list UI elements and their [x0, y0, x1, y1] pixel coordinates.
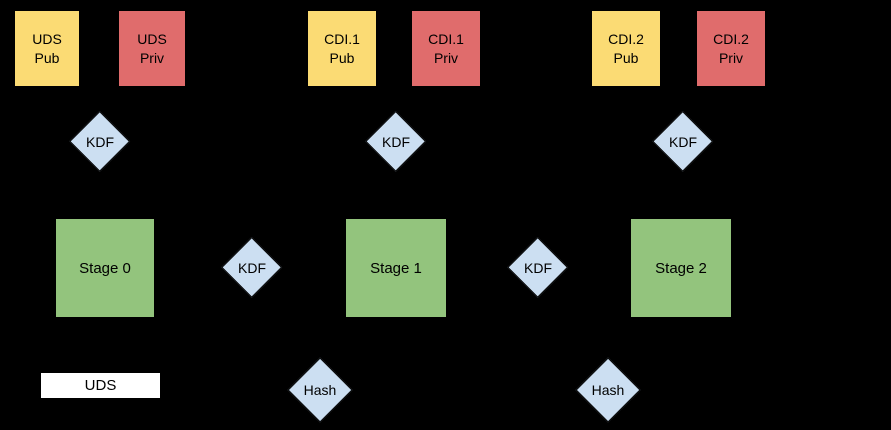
kdf-diamond-cdi1-keys: KDF: [365, 111, 427, 173]
uds-priv-box: UDS Priv: [118, 10, 186, 87]
uds-pub-label-line2: Pub: [34, 49, 60, 66]
cdi2-pub-label-line2: Pub: [613, 49, 639, 66]
cdi2-priv-box: CDI.2 Priv: [696, 10, 766, 87]
stage-2-label: Stage 2: [655, 259, 707, 277]
cdi2-pub-box: CDI.2 Pub: [591, 10, 661, 87]
stage-1-box: Stage 1: [345, 218, 447, 318]
cdi1-priv-label-line2: Priv: [433, 49, 459, 66]
stage-1-label: Stage 1: [370, 259, 422, 277]
uds-pub-box: UDS Pub: [14, 10, 80, 87]
uds-priv-label-line2: Priv: [139, 49, 165, 66]
cdi1-pub-box: CDI.1 Pub: [307, 10, 377, 87]
cdi1-priv-label-line1: CDI.1: [428, 31, 464, 48]
stage-0-box: Stage 0: [55, 218, 155, 318]
cdi2-priv-label-line2: Priv: [718, 49, 744, 66]
stage-2-box: Stage 2: [630, 218, 732, 318]
kdf-diamond-cdi2-keys: KDF: [652, 111, 714, 173]
kdf-label: KDF: [238, 260, 266, 276]
cdi2-priv-label-line1: CDI.2: [713, 31, 749, 48]
kdf-diamond-stage0-stage1: KDF: [221, 237, 283, 299]
kdf-label: KDF: [86, 134, 114, 150]
kdf-label: KDF: [669, 134, 697, 150]
cdi1-pub-label-line2: Pub: [329, 49, 355, 66]
uds-source-box: UDS: [40, 372, 161, 399]
uds-pub-label-line1: UDS: [32, 31, 62, 48]
stage-0-label: Stage 0: [79, 259, 131, 277]
uds-priv-label-line1: UDS: [137, 31, 167, 48]
uds-source-label: UDS: [84, 377, 117, 394]
kdf-label: KDF: [382, 134, 410, 150]
cdi2-pub-label-line1: CDI.2: [608, 31, 644, 48]
cdi1-pub-label-line1: CDI.1: [324, 31, 360, 48]
kdf-diamond-uds-keys: KDF: [69, 111, 131, 173]
kdf-diamond-stage1-stage2: KDF: [507, 237, 569, 299]
hash-diamond-stage1: Hash: [575, 357, 641, 423]
hash-diamond-stage0: Hash: [287, 357, 353, 423]
hash-label: Hash: [591, 382, 625, 398]
cdi1-priv-box: CDI.1 Priv: [411, 10, 481, 87]
hash-label: Hash: [303, 382, 337, 398]
kdf-label: KDF: [524, 260, 552, 276]
